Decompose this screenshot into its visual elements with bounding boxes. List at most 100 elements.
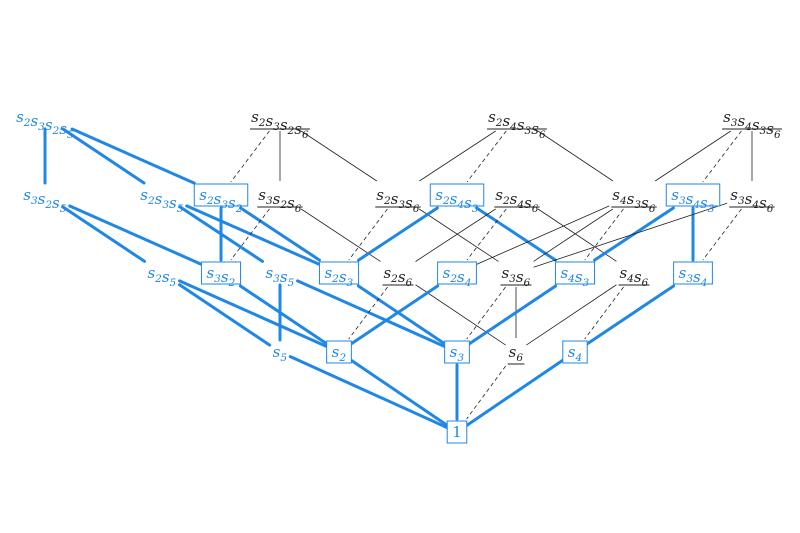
node-s4s3: s4s3 [554,261,596,289]
node-label: s2s6 [383,264,412,289]
node-s2: s2 [326,340,352,364]
node-label: s4s3s6 [612,186,655,215]
node-box [193,183,249,207]
node-s2s4: s2s4 [437,261,477,289]
node-label: s6 [509,343,524,364]
node-label: s4s3 [560,264,589,289]
edge-s3s4-s4 [585,284,676,346]
node-s6: s6 [507,343,525,365]
node-s4s3s6: s4s3s6 [611,186,657,215]
node-s2s3s6: s2s3s6 [375,186,421,215]
node-box [673,261,713,285]
node-s3s4s3s6: s3s4s3s6 [722,108,782,141]
node-s2s3s2: s2s3s2 [193,183,249,215]
node-label: s2s3s2 [199,186,242,215]
edge-s2s6-s6 [415,284,506,346]
node-box [200,261,242,285]
edge-s3s4s3s6-s3s4s3 [702,130,742,183]
node-s2s3s2s5: s2s3s2s5 [16,108,74,141]
node-box [562,340,588,364]
node-label: s5 [273,343,288,364]
node-label: s3s4s3 [671,186,714,215]
node-s2s4s6: s2s4s6 [494,186,540,215]
node-box [429,183,485,207]
node-label: s3s5 [265,264,294,289]
node-label: s3s2s5 [23,186,66,215]
nodes-layer: s2s3s2s5s2s3s2s6s2s4s3s6s3s4s3s6s3s2s5s2… [16,108,782,444]
edge-s2s3s6-s3s6 [418,208,499,262]
node-label: s3s6 [501,264,530,289]
node-s3: s3 [444,340,470,364]
node-label: s2s4 [443,264,472,289]
node-s2s3s2s6: s2s3s2s6 [250,108,310,141]
node-s2s3: s2s3 [318,261,360,289]
node-label: s3s4s6 [730,186,773,215]
node-s2s3s5: s2s3s5 [140,186,183,215]
edge-s2s3s2s5-s2s3s5 [61,127,146,185]
edge-s2s4s6-s2s4 [466,208,507,261]
edge-s2s5-s2 [178,279,329,348]
node-s3s4s3: s3s4s3 [665,183,721,215]
edge-s4s6-s4 [584,286,624,340]
edge-s3s4s6-s3s4 [702,208,742,261]
edge-s4s3s6-s3s6 [533,208,614,262]
edge-s2s3s2s6-s2s3s2 [230,130,270,183]
node-label: s4 [568,343,582,364]
node-s2s6: s2s6 [382,264,414,289]
node-box [446,420,468,444]
edge-s2s4s3s6-s2s3s6 [419,130,496,182]
edge-s6-one [466,365,506,420]
node-s2s4s3s6: s2s4s3s6 [487,108,547,141]
node-box [554,261,596,285]
node-s4: s4 [562,340,588,364]
node-label: s2s4s3s6 [488,108,546,141]
edge-s3s2s5-s3s2 [68,204,203,266]
node-label: 1 [452,423,462,441]
node-box [665,183,721,207]
edge-s2s3s2-s2s3 [239,206,321,262]
edge-s4s3s6-s2s4 [476,205,610,265]
node-label: s2s3s6 [376,186,419,215]
node-s3s2s6: s3s2s6 [257,186,303,215]
node-box [437,261,477,285]
edge-s2s3s5-s2s3 [185,204,321,266]
node-s3s2: s3s2 [200,261,242,289]
node-label: s2s5 [147,264,176,289]
node-label: s2s3s2s5 [16,108,74,141]
edge-s4-one [465,358,565,427]
edge-s2s3s2s6-s2s3s6 [300,130,378,182]
node-label: s2s3 [324,264,353,289]
edge-s3s4s3s6-s4s3s6 [654,130,732,182]
edge-s2s5-s5 [178,283,272,347]
edge-s3s2s5-s2s5 [61,205,146,263]
node-label: s2s4s3 [435,186,478,215]
node-s3s6: s3s6 [500,264,532,289]
edge-s2s4s3-s2s3 [357,206,439,262]
edge-s4s3-s3 [467,284,558,346]
node-box [444,340,470,364]
node-s4s6: s4s6 [618,264,650,289]
node-one: 1 [446,420,468,444]
edges-layer [43,127,753,430]
edge-s4s3s6-s4s3 [584,208,624,261]
node-s3s2s5: s3s2s5 [23,186,66,215]
node-label: s3s2s6 [258,186,301,215]
node-s3s4s6: s3s4s6 [729,186,775,215]
node-box [326,340,352,364]
edge-s2s3-s3 [356,284,447,346]
edge-s2s3s6-s2s3 [348,208,388,261]
node-s5: s5 [273,343,288,364]
edge-s2-one [349,358,449,427]
edge-s4s6-s6 [526,284,617,346]
node-s3s4: s3s4 [673,261,713,289]
edge-s5-one [288,355,449,430]
node-label: s3s2 [206,264,235,289]
edge-s3s6-s3 [466,286,506,340]
edge-s3s2-s2 [238,284,329,346]
edge-s2s4s3s6-s4s3s6 [537,130,614,182]
edge-s2s6-s2 [348,286,388,340]
node-label: s3s4 [679,264,708,289]
edge-s2s4-s2 [349,284,440,346]
edge-s3s2s6-s3s2 [230,208,270,261]
